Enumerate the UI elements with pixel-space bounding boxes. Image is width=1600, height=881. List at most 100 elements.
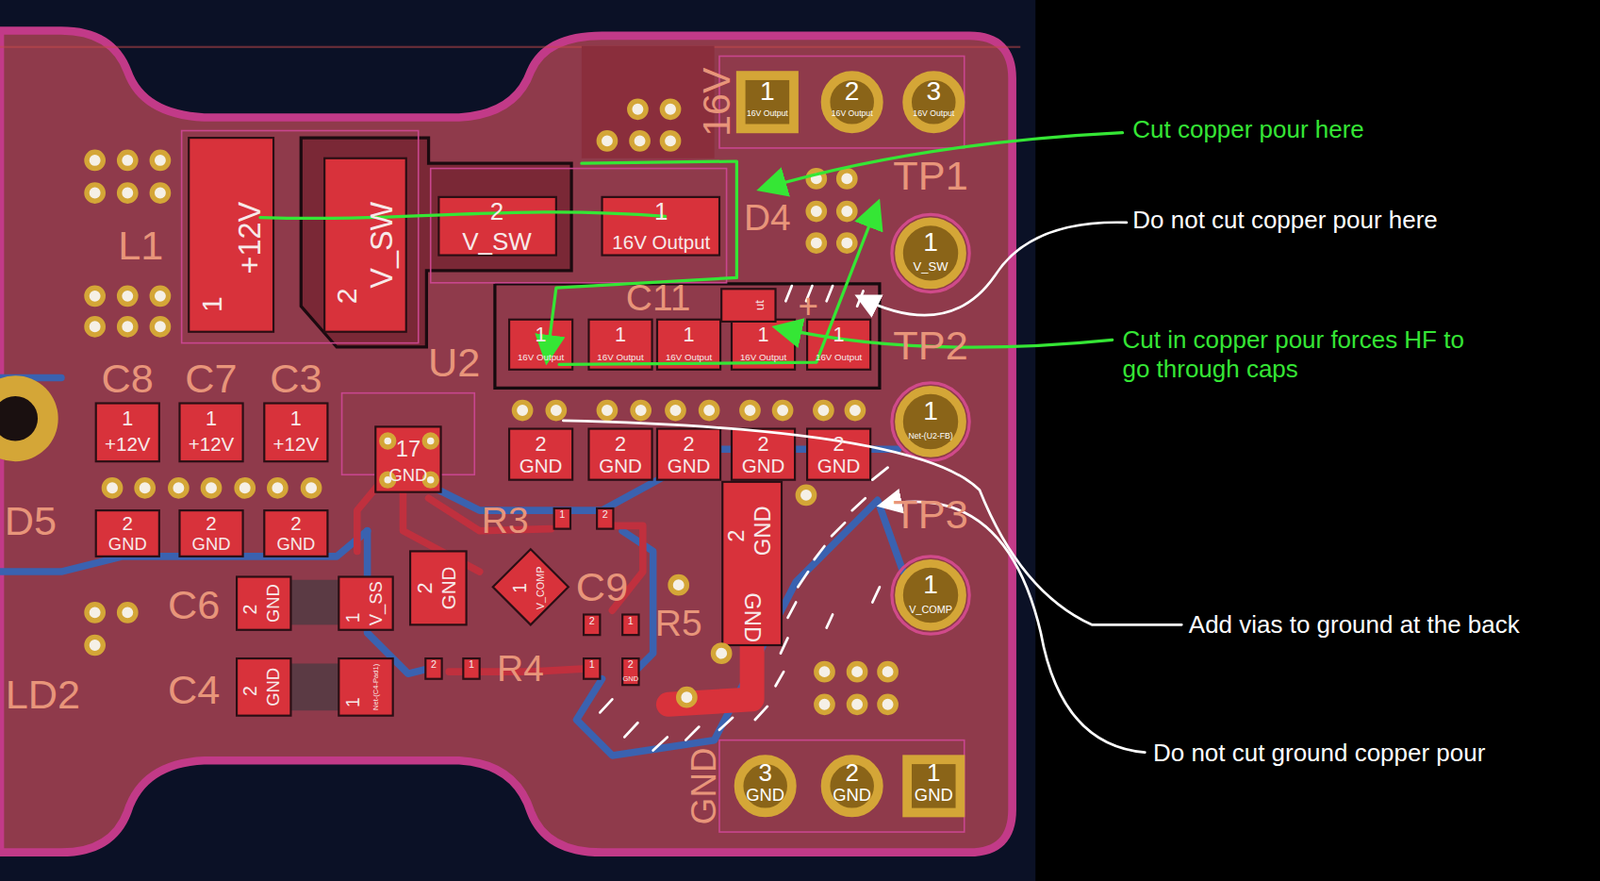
via [670,576,687,593]
pad-number: 1 [926,758,941,787]
pad [721,288,776,322]
pad-number: 1 [196,296,230,313]
pad [375,426,441,492]
net-name: 16V Output [831,108,874,118]
cut-hatch [755,706,768,720]
pad-number: 1 [759,76,776,107]
net-name: 16V Output [517,351,564,363]
pad-number: 1 [627,614,634,627]
board-outline [0,30,1013,852]
via [86,287,103,304]
pad [588,428,652,480]
pad [807,428,871,480]
pad [438,197,556,256]
net-name: GND [192,533,231,554]
net-name: Net-(C4-Pad1) [372,663,381,710]
pad-number: 1 [923,569,939,600]
via [632,401,649,418]
reference-designator: TP1 [892,151,968,199]
current-path-arrow [260,212,666,219]
pad [657,319,721,370]
pad-number: 1 [758,323,770,347]
net-name: GND [263,583,283,623]
via [424,434,437,447]
pad-number: 17 [395,436,421,462]
net-name: +12V [273,433,320,457]
via [713,644,730,661]
via [667,401,684,418]
pad [731,319,795,370]
polarity-mark: + [797,286,818,327]
pad-number: 1 [559,508,565,520]
via [629,100,646,117]
reference-designator: LD2 [5,670,81,718]
via [598,401,615,418]
via [815,401,832,418]
cut-hatch [872,467,888,480]
net-name: 16V Output [815,351,862,363]
via [808,234,825,251]
via [86,151,103,168]
via [678,689,695,706]
pad-number: 1 [833,323,845,347]
pad-number: 2 [602,508,609,520]
cut-hatch [872,586,880,602]
test-point-pad [898,221,962,285]
net-name: GND [108,533,148,554]
via [879,662,896,679]
via [302,479,319,496]
test-point-ring [891,556,970,634]
cut-hatch [653,736,668,750]
reference-designator: C8 [101,354,154,402]
net-name: +12V [231,201,267,275]
net-name: 16V Output [740,351,787,363]
pad-number: 2 [535,431,547,456]
pad [596,508,613,529]
pad-number: 2 [844,758,858,787]
via [839,234,856,251]
via [151,184,168,201]
pad [179,510,243,557]
via [661,100,678,117]
via [839,202,856,219]
via [119,184,136,201]
annotation-note: Do not cut copper pour here [1132,205,1437,234]
pad [807,319,871,370]
pad-number: 1 [614,323,627,347]
output-copper-zone [581,46,715,159]
reference-designator: R5 [655,601,703,644]
annotation-note: Cut in copper pour forces HF to go throu… [1121,326,1495,383]
connector-outline [719,740,965,832]
net-name: GND [745,785,785,806]
reference-designator: U2 [428,338,480,386]
pad-number: 1 [342,611,363,623]
reference-designator: D4 [743,196,792,239]
net-name: V_COMP [908,603,953,615]
cut-hatch [797,571,809,587]
via [151,287,168,304]
pad-number: 2 [844,76,860,107]
pad [554,508,571,529]
via [119,318,136,335]
via [236,479,253,496]
net-name: Net-(U2-FB) [907,430,953,441]
via [848,662,865,679]
current-path-arrow [546,161,737,360]
l1-outline [181,131,419,344]
via [513,401,530,418]
via [202,479,219,496]
pad-number: 2 [290,511,301,535]
reference-designator: C6 [167,580,220,628]
pad-number: 2 [330,287,364,304]
via [808,202,825,219]
pad [236,658,291,716]
annotation-note: Cut copper pour here [1132,115,1364,145]
pad-number: 3 [925,76,941,107]
pad [338,576,393,629]
pad-number: 2 [122,511,133,535]
pad [410,550,467,625]
connector-outline [719,56,965,149]
net-name: GND [388,465,428,486]
through-hole-pad [907,758,960,812]
net-name: 16V Output [912,108,955,118]
